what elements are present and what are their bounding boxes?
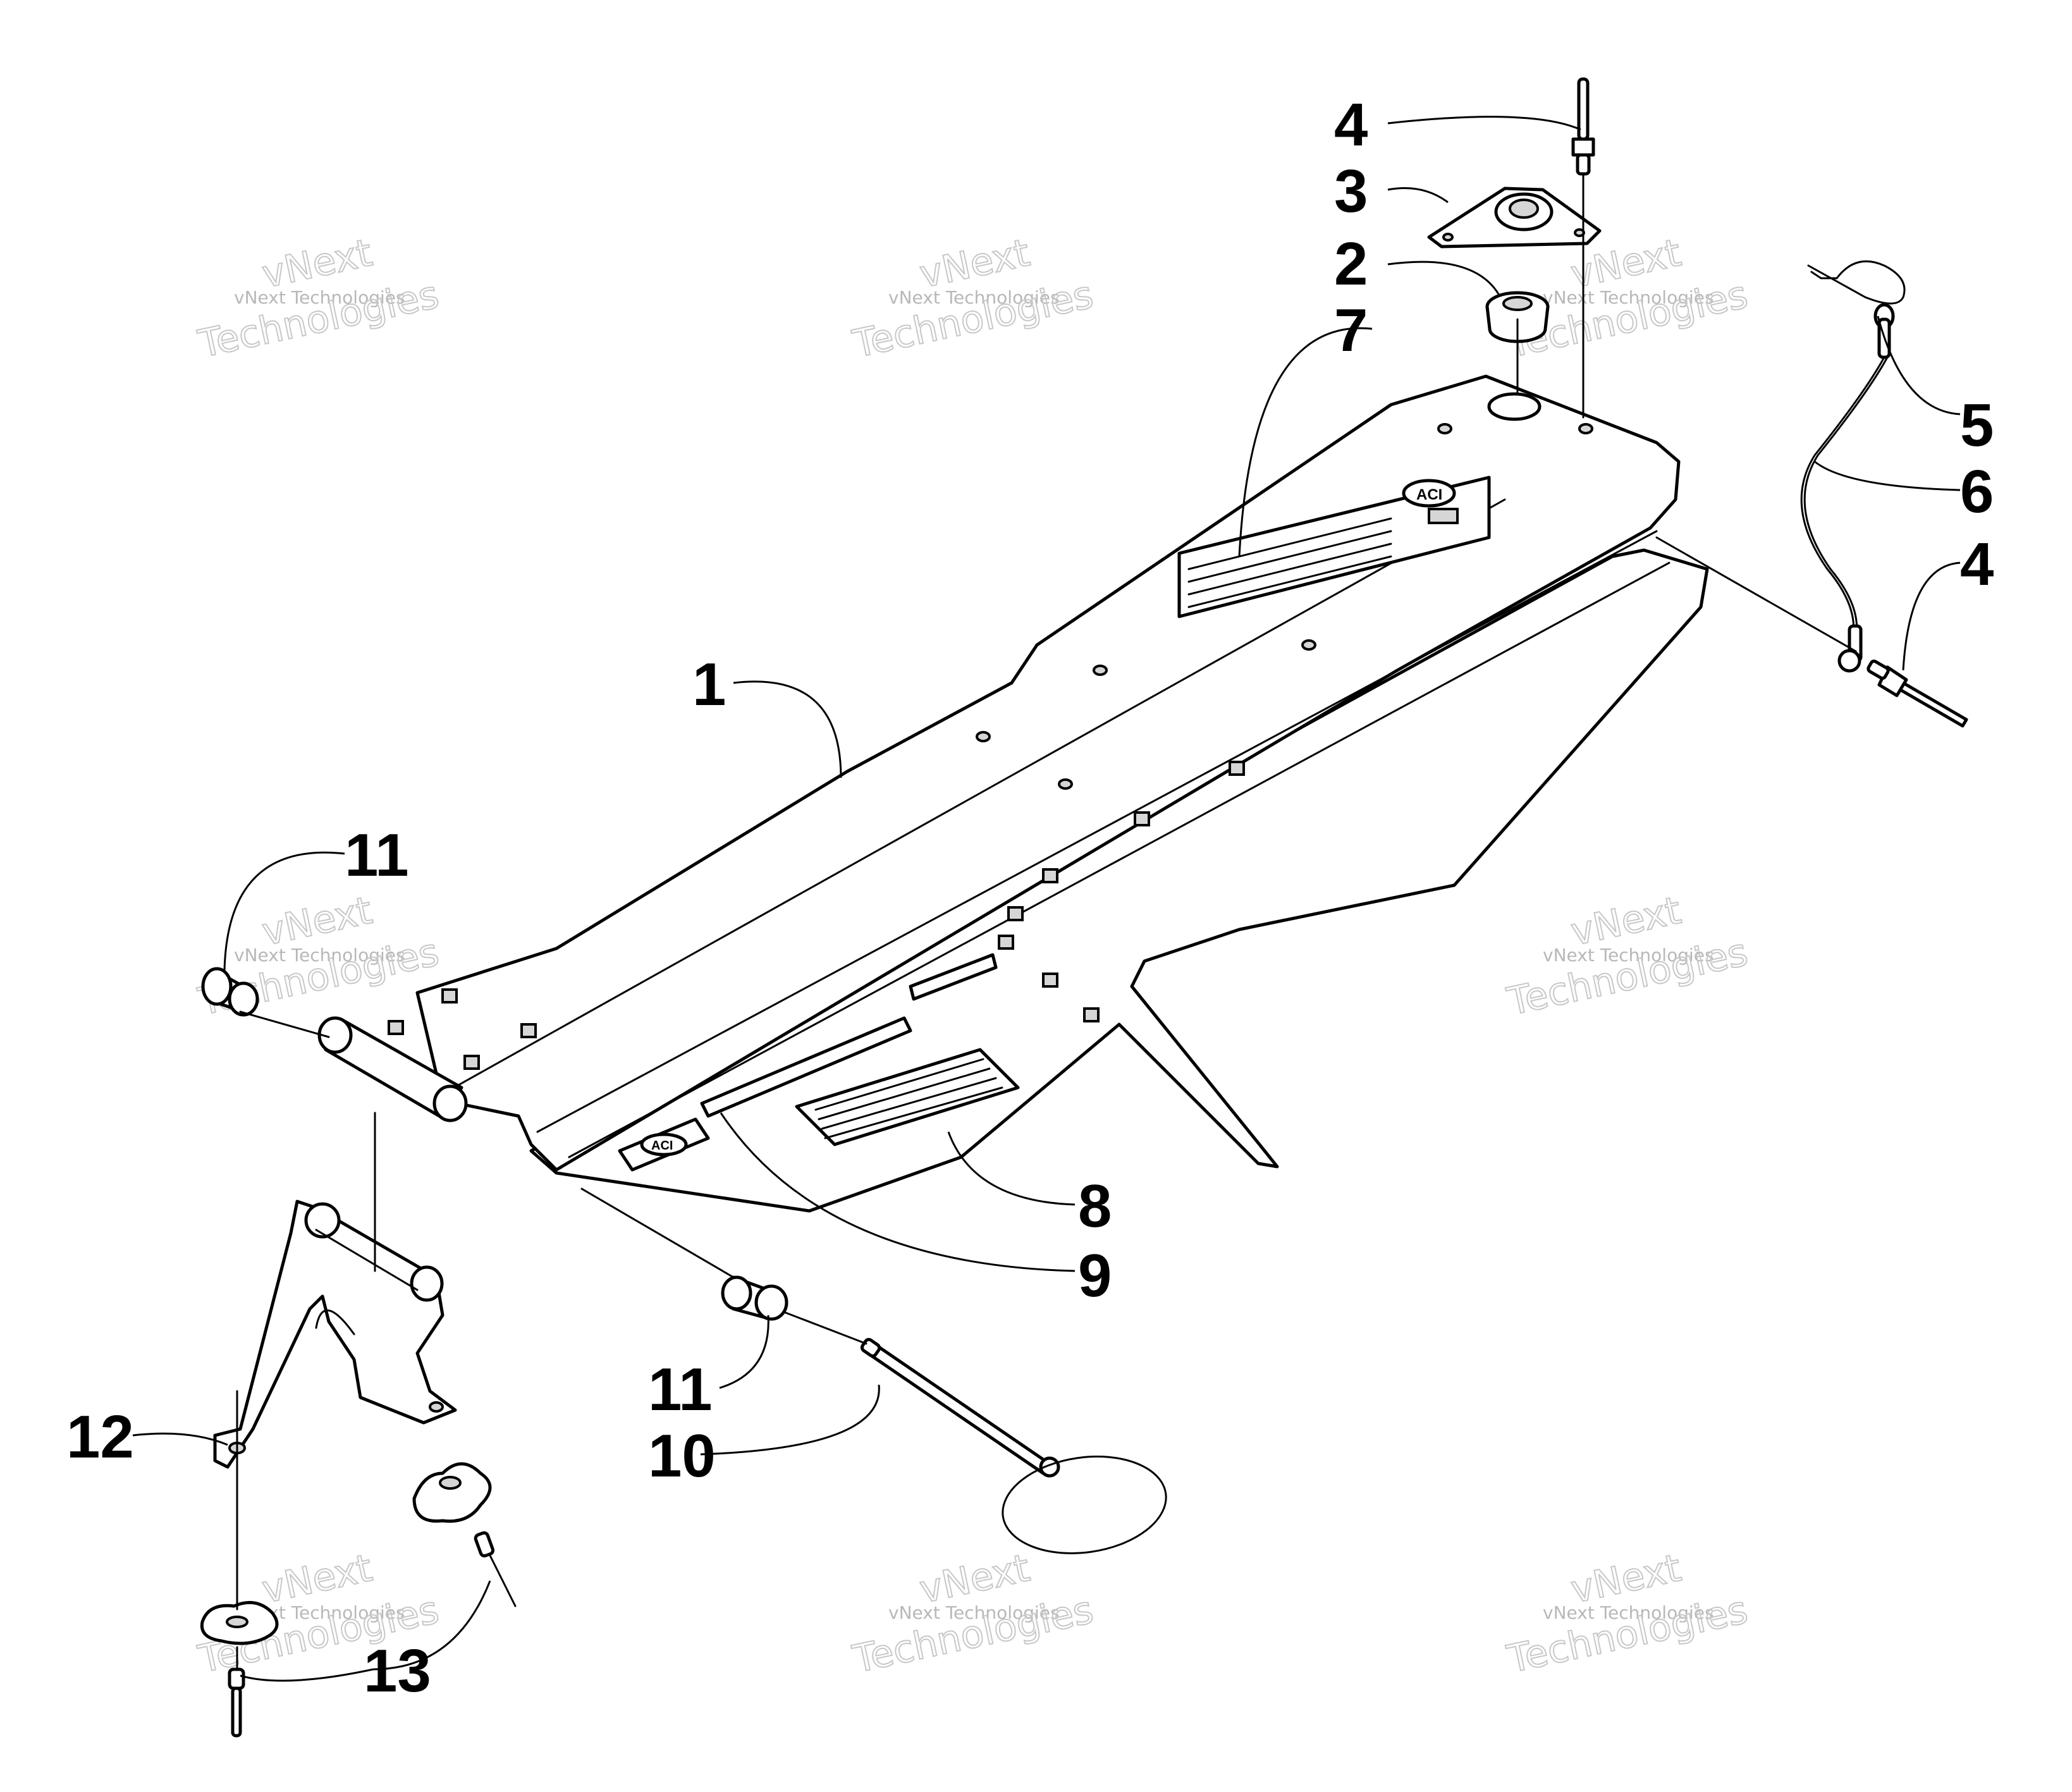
- decal-part-7: ACI: [1177, 476, 1491, 618]
- svg-text:vNext Technologies: vNext Technologies: [888, 287, 1060, 308]
- bracket-part-3: [1427, 187, 1602, 249]
- support-leg-part-12: [213, 1200, 457, 1469]
- bushing-part-11-center: [721, 1275, 788, 1321]
- svg-text:vNext Technologies: vNext Technologies: [1543, 945, 1714, 966]
- callout-12: 12: [66, 1403, 134, 1471]
- rivet-part-4-right: [1867, 660, 1968, 728]
- watermark-mid-right: vNext vNext Technologies Technologies: [1503, 888, 1753, 1025]
- platform-roller-tube: [317, 1016, 468, 1122]
- watermark-top-left: vNext vNext Technologies Technologies: [194, 230, 444, 367]
- watermark-bottom-right: vNext vNext Technologies Technologies: [1503, 1545, 1753, 1683]
- washer-rivet-part-13-upper: [412, 1462, 517, 1607]
- callout-10: 10: [648, 1422, 716, 1490]
- svg-text:ACI: ACI: [1416, 486, 1442, 503]
- callout-7: 7: [1334, 297, 1368, 364]
- hitch-pin-clip-part-5: [1807, 260, 1906, 359]
- callout-11-center: 11: [648, 1356, 712, 1423]
- decal-part-9: ACI: [618, 953, 998, 1172]
- callout-8: 8: [1078, 1172, 1112, 1240]
- svg-text:vNext Technologies: vNext Technologies: [234, 945, 405, 966]
- callout-11-left: 11: [345, 821, 408, 889]
- watermark-top-center: vNext vNext Technologies Technologies: [849, 230, 1098, 367]
- callout-4-top: 4: [1334, 91, 1368, 159]
- callout-13: 13: [364, 1637, 431, 1705]
- washer-rivet-part-13-lower: [200, 1600, 279, 1738]
- leader-lines: [132, 116, 1961, 1682]
- callout-9: 9: [1078, 1242, 1112, 1310]
- lanyard-cable-part-6: [1800, 356, 1889, 673]
- deck-grommet-hole: [1487, 392, 1542, 421]
- rivet-part-4-top: [1571, 77, 1595, 176]
- bushing-part-11-left: [201, 967, 259, 1017]
- callout-3: 3: [1334, 157, 1368, 225]
- platform-top-deck: [415, 374, 1681, 1172]
- callout-5: 5: [1960, 391, 1994, 459]
- pull-pin-part-10: [860, 1337, 1167, 1554]
- svg-text:vNext Technologies: vNext Technologies: [1543, 1602, 1714, 1623]
- callout-6: 6: [1960, 458, 1994, 525]
- callout-4-right: 4: [1960, 531, 1994, 598]
- platform-part-1: ACI ACI: [317, 374, 1709, 1213]
- svg-text:vNext Technologies: vNext Technologies: [234, 287, 405, 308]
- platform-side-skirt: [529, 548, 1709, 1213]
- svg-text:vNext Technologies: vNext Technologies: [888, 1602, 1060, 1623]
- callout-labels: 4 3 2 7 5 6 4 1 11 8 9 11 10 12 13: [66, 91, 1994, 1705]
- svg-text:ACI: ACI: [651, 1139, 673, 1153]
- callout-2: 2: [1334, 230, 1368, 298]
- deck-bolt-holes: [388, 423, 1593, 1070]
- svg-text:vNext Technologies: vNext Technologies: [1543, 287, 1714, 308]
- assembly-lines: [236, 173, 1857, 1671]
- decal-part-8: [795, 1048, 1020, 1146]
- watermark-bottom-center: vNext vNext Technologies Technologies: [849, 1545, 1098, 1683]
- callout-1: 1: [692, 651, 726, 718]
